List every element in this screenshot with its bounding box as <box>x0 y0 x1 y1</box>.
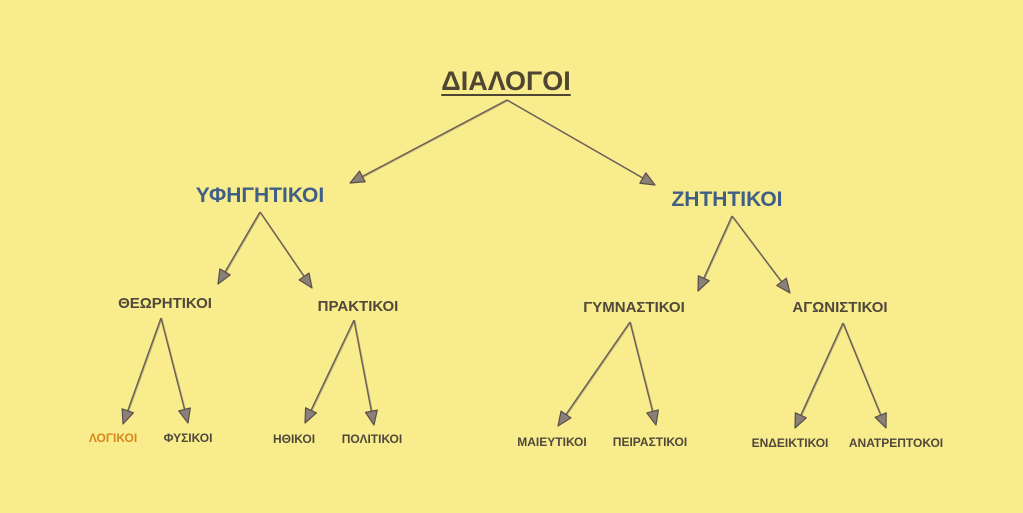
root-node-dialogoi: ΔΙΑΛΟΓΟΙ <box>441 66 571 96</box>
arrow-shaft <box>731 215 784 284</box>
arrow-shaft-shadow <box>225 212 262 273</box>
arrow-shaft-shadow <box>630 322 655 413</box>
arrow-theoritikoi-to-logikoi <box>121 317 163 425</box>
arrow-shaft <box>842 322 883 418</box>
arrow-head <box>557 410 572 427</box>
arrow-shaft <box>799 322 844 418</box>
arrow-shaft <box>506 99 645 180</box>
arrow-shaft <box>353 319 373 414</box>
leaf-maieutikoi: ΜΑΙΕΥΤΙΚΟΙ <box>517 435 587 449</box>
arrow-head <box>121 408 134 425</box>
arrow-shaft <box>702 215 733 281</box>
arrow-praktikoi-to-politikoi <box>353 319 378 426</box>
arrow-theoritikoi-to-fysikoi <box>160 317 191 424</box>
arrow-shaft-shadow <box>843 323 883 416</box>
arrow-yfigitikoi-to-praktikoi <box>259 211 313 289</box>
arrow-head <box>178 407 191 424</box>
arrow-shaft <box>126 317 162 413</box>
arrow-gymnastikoi-to-peirastikoi <box>629 321 659 426</box>
arrow-shaft-shadow <box>703 216 734 280</box>
arrow-head <box>364 409 378 426</box>
arrow-agonistikoi-to-anatreptokoi <box>842 322 887 429</box>
arrow-shaft-shadow <box>354 320 373 412</box>
arrow-shaft <box>223 211 261 274</box>
arrow-shaft <box>309 319 355 413</box>
leaf-fysikoi: ΦΥΣΙΚΟΙ <box>163 431 213 445</box>
arrow-head <box>874 412 887 429</box>
arrow-shaft-shadow <box>800 323 845 417</box>
arrow-shaft <box>259 211 306 279</box>
arrow-root-to-yfigitikoi <box>349 99 509 184</box>
node-gymnastikoi: ΓΥΜΝΑΣΤΙΚΟΙ <box>583 299 685 316</box>
arrow-head <box>776 277 791 294</box>
node-theoritikoi: ΘΕΩΡΗΤΙΚΟΙ <box>118 295 212 312</box>
arrow-shaft-shadow <box>362 99 509 178</box>
node-agonistikoi: ΑΓΩΝΙΣΤΙΚΟΙ <box>792 299 888 316</box>
leaf-endeiktikoi: ΕΝΔΕΙΚΤΙΚΟΙ <box>751 436 829 450</box>
arrow-head <box>646 409 659 426</box>
leaf-peirastikoi: ΠΕΙΡΑΣΤΙΚΟΙ <box>612 435 688 449</box>
arrow-shaft-shadow <box>260 212 306 278</box>
arrow-head <box>298 272 313 289</box>
arrow-agonistikoi-to-endeiktikoi <box>794 322 845 429</box>
arrow-zititikoi-to-gymnastikoi <box>697 215 734 292</box>
arrow-root-to-zititikoi <box>506 99 656 186</box>
arrow-zititikoi-to-agonistikoi <box>731 215 791 294</box>
leaf-anatreptokoi: ΑΝΑΤΡΕΠΤΟΚΟΙ <box>848 436 944 450</box>
arrow-shaft-shadow <box>732 216 783 283</box>
arrow-gymnastikoi-to-maieutikoi <box>557 321 632 427</box>
arrow-shaft-shadow <box>161 318 186 411</box>
arrow-head <box>304 407 318 424</box>
node-zititikoi: ΖΗΤΗΤΙΚΟΙ <box>671 188 783 211</box>
node-praktikoi: ΠΡΑΚΤΙΚΟΙ <box>317 298 399 315</box>
leaf-politikoi: ΠΟΛΙΤΙΚΟΙ <box>341 432 403 446</box>
arrow-head <box>697 275 710 292</box>
arrow-yfigitikoi-to-theoritikoi <box>217 211 262 285</box>
arrow-shaft <box>564 321 631 417</box>
arrow-head <box>349 170 366 184</box>
arrow-head <box>217 268 231 285</box>
leaf-logikoi: ΛΟΓΙΚΟΙ <box>88 431 138 445</box>
leaf-ithikoi: ΗΘΙΚΟΙ <box>272 432 316 446</box>
arrow-shaft <box>629 321 654 414</box>
arrow-head <box>639 172 656 186</box>
arrow-head <box>794 412 807 429</box>
arrow-shaft <box>360 99 508 179</box>
arrow-shaft-shadow <box>566 322 632 416</box>
arrow-praktikoi-to-ithikoi <box>304 319 356 424</box>
arrow-shaft <box>160 317 186 412</box>
arrow-shaft-shadow <box>127 318 163 412</box>
arrow-shaft-shadow <box>311 320 356 412</box>
arrow-shaft-shadow <box>507 99 645 180</box>
node-yfigitikoi: ΥΦΗΓΗΤΙΚΟΙ <box>195 184 325 207</box>
